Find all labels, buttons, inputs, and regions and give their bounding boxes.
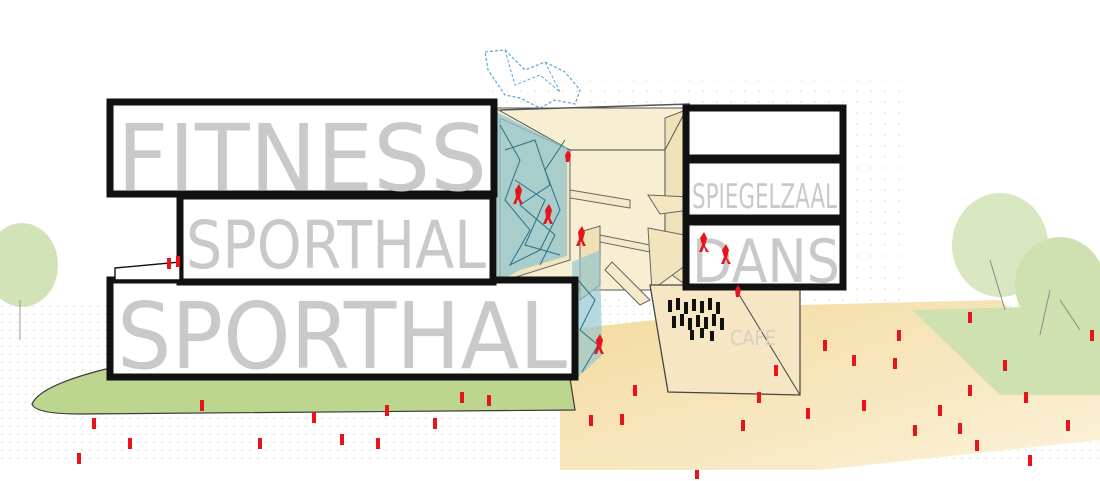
tree-right bbox=[952, 193, 1100, 336]
block-fitness bbox=[106, 98, 498, 198]
block-spiegelzaal bbox=[682, 156, 847, 222]
people-figures bbox=[77, 150, 1094, 479]
label-cafe: CAFE bbox=[730, 326, 776, 350]
building-blocks bbox=[106, 98, 847, 381]
block-dans bbox=[682, 218, 847, 291]
balcony-left bbox=[114, 261, 181, 281]
cafe-crowd bbox=[668, 298, 724, 341]
block-sporthal-lower bbox=[106, 276, 579, 381]
label-sporthal-lower: SPORTHAL bbox=[117, 283, 567, 390]
label-sporthal-upper: SPORTHAL bbox=[186, 207, 486, 284]
tree-left bbox=[0, 223, 58, 340]
label-spiegelzaal: SPIEGELZAAL bbox=[692, 177, 837, 217]
label-dans: DANS bbox=[692, 227, 840, 297]
label-fitness: FITNESS bbox=[117, 105, 487, 212]
climbing-wall bbox=[484, 49, 602, 380]
block-top-right bbox=[682, 104, 847, 162]
cafe-volume bbox=[649, 284, 801, 396]
